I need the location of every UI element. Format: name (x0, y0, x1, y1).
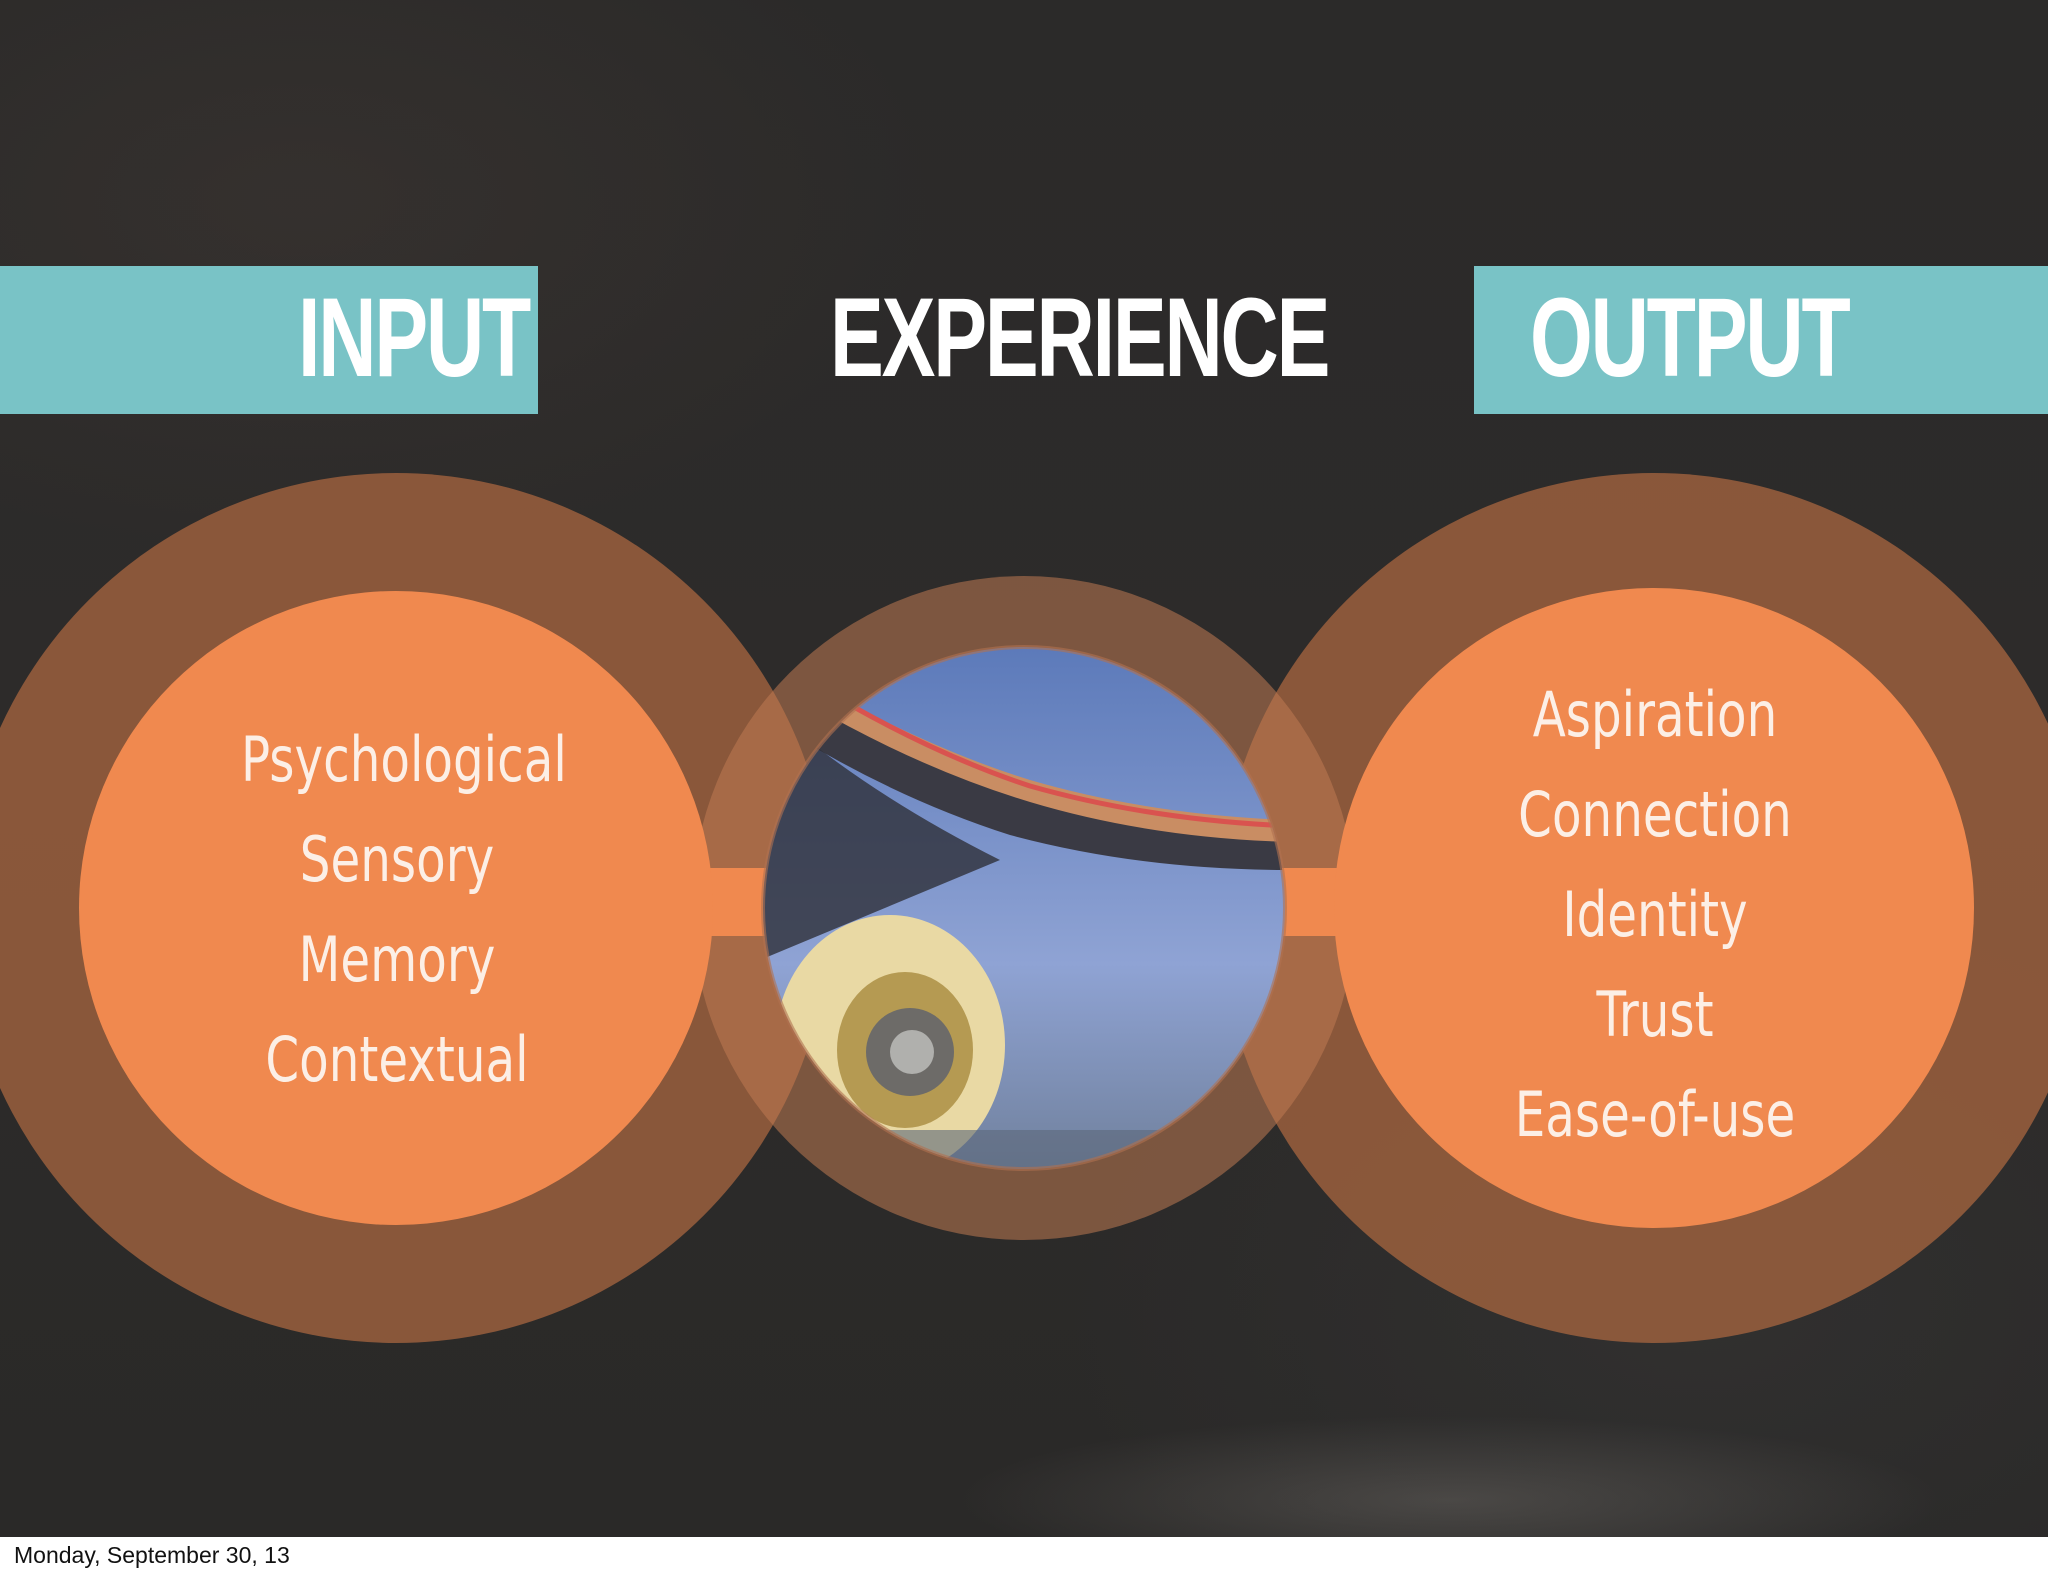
input-band (0, 266, 538, 414)
experience-diagram (0, 473, 2048, 1343)
list-item: Sensory (299, 823, 495, 896)
footer-date: Monday, September 30, 13 (14, 1542, 290, 1568)
output-band (1474, 266, 2048, 414)
input-items-list: Psychological Sensory Memory Contextual (241, 710, 567, 1110)
list-item: Identity (1562, 878, 1748, 951)
input-heading: INPUT (298, 275, 531, 400)
list-item: Memory (298, 923, 496, 996)
list-item: Ease-of-use (1514, 1078, 1796, 1151)
output-heading: OUTPUT (1530, 275, 1851, 400)
slide: INPUT EXPERIENCE OUTPUT Psychological Se… (0, 0, 2048, 1537)
list-item: Psychological (241, 723, 567, 796)
output-items-list: Aspiration Connection Identity Trust Eas… (1499, 665, 1811, 1165)
list-item: Connection (1518, 778, 1792, 851)
skateboard-photo (763, 647, 1285, 1169)
list-item: Trust (1596, 978, 1714, 1051)
input-inner-circle (79, 591, 713, 1225)
list-item: Contextual (265, 1023, 529, 1096)
list-item: Aspiration (1532, 678, 1778, 751)
experience-heading: EXPERIENCE (830, 275, 1330, 400)
output-inner-circle (1334, 588, 1974, 1228)
